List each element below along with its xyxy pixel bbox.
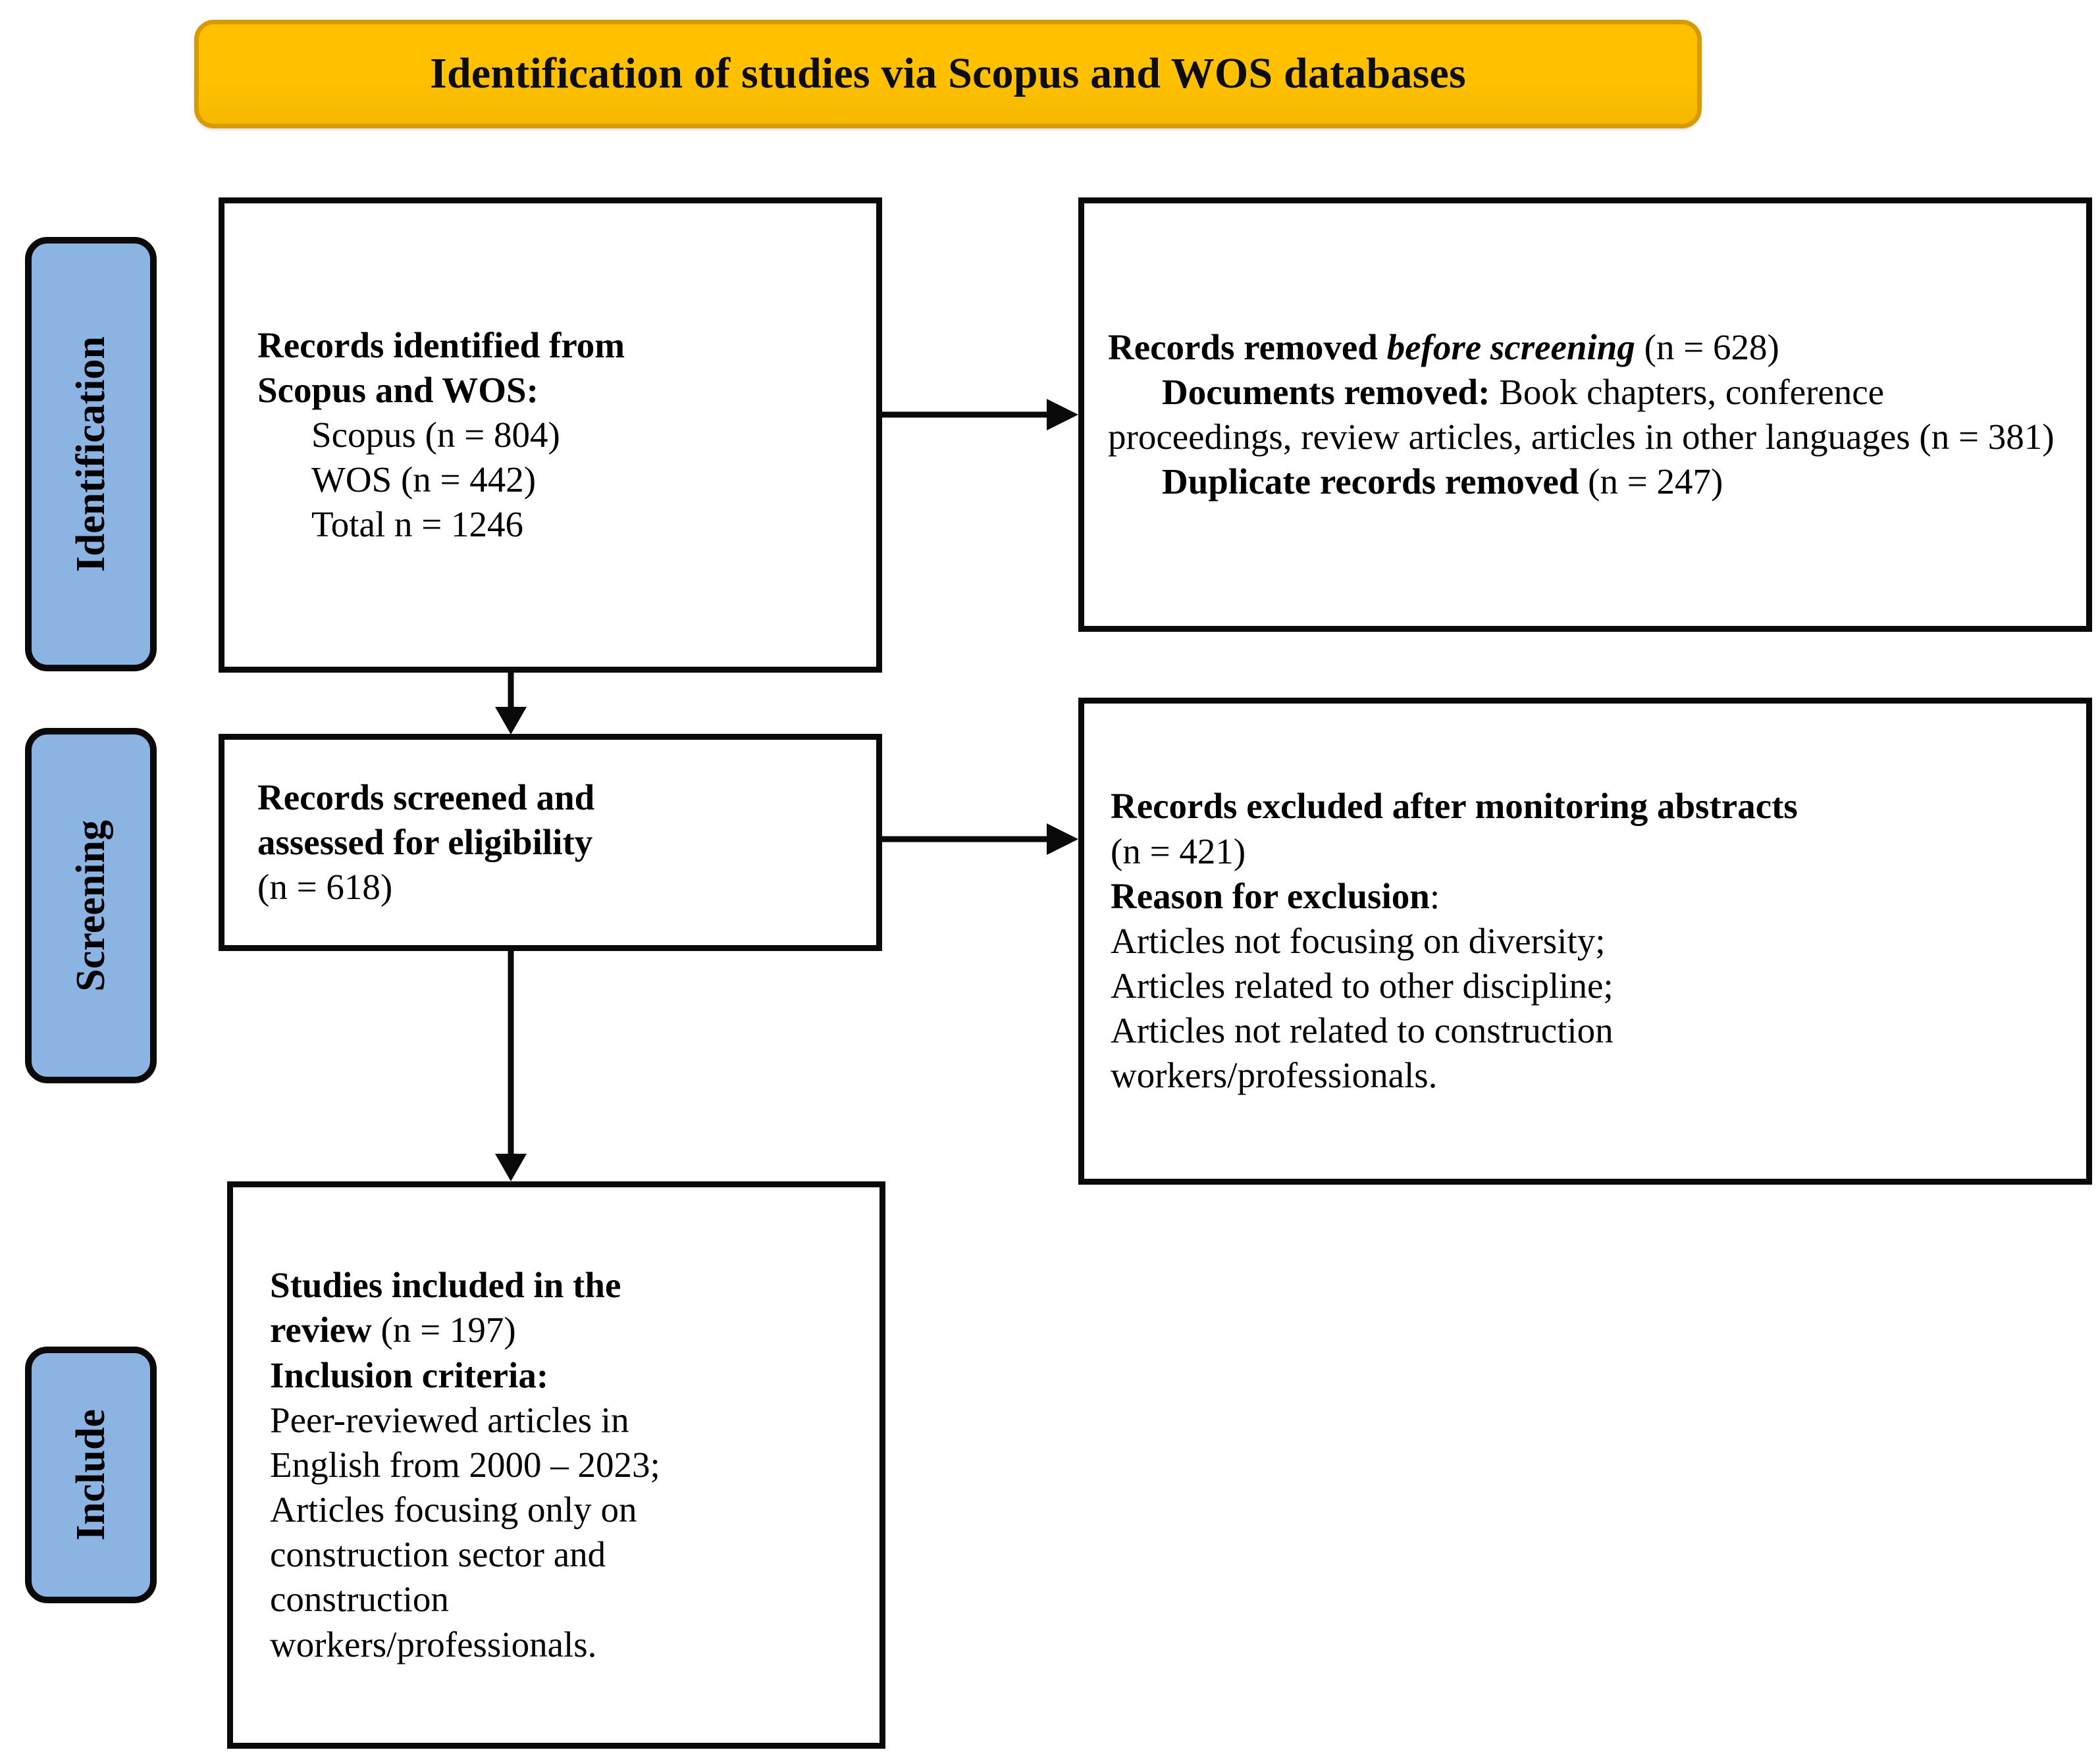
flow-box-studies-included: Studies included in the review (n = 197)… [227, 1181, 885, 1749]
studies-included-heading-line1: Studies included in the [270, 1265, 621, 1306]
records-screened-heading-line2: assessed for eligibility [257, 821, 593, 862]
studies-included-criteria-2-line2: construction sector and [270, 1534, 606, 1575]
flow-box-records-identified: Records identified from Scopus and WOS: … [219, 197, 882, 673]
studies-included-heading-line2-bold: review [270, 1310, 381, 1351]
records-excluded-reason-label-bold: Reason for exclusion [1111, 875, 1430, 916]
arrow-right-icon-identified-to-removed [882, 395, 1080, 434]
records-removed-duplicates: Duplicate records removed (n = 247) [1108, 459, 2070, 504]
stage-pill-include: Include [25, 1347, 157, 1603]
records-removed-duplicates-label: Duplicate records removed [1162, 461, 1579, 502]
records-screened-heading-line1: Records screened and [257, 777, 595, 817]
records-removed-heading-italic: before screening [1386, 326, 1635, 367]
records-removed-heading-count: (n = 628) [1635, 326, 1779, 367]
records-identified-total-count: Total n = 1246 [311, 504, 523, 545]
arrow-right-icon-screened-to-excluded [882, 819, 1080, 859]
flow-box-content: Records screened and assessed for eligib… [224, 775, 876, 910]
flow-box-content: Records excluded after monitoring abstra… [1084, 784, 2086, 1098]
records-identified-heading-line2: Scopus and WOS: [257, 369, 538, 410]
studies-included-criteria-2-line3: construction [270, 1579, 449, 1620]
studies-included-criteria-1-line2: English from 2000 – 2023; [270, 1444, 660, 1485]
records-removed-duplicates-count: (n = 247) [1579, 461, 1723, 502]
records-screened-count: (n = 618) [257, 867, 393, 908]
records-excluded-reason-3-line2: workers/professionals. [1111, 1055, 1438, 1096]
records-removed-heading: Records removed before screening (n = 62… [1108, 325, 2070, 370]
diagram-title-banner: Identification of studies via Scopus and… [194, 20, 1702, 128]
studies-included-count: (n = 197) [381, 1310, 516, 1351]
records-removed-heading-bold: Records removed [1108, 326, 1387, 367]
records-excluded-reason-1: Articles not focusing on diversity; [1111, 920, 1606, 961]
diagram-title-text: Identification of studies via Scopus and… [430, 49, 1466, 98]
flow-box-records-screened: Records screened and assessed for eligib… [219, 734, 882, 951]
records-identified-scopus-count: Scopus (n = 804) [311, 414, 560, 455]
records-excluded-reason-2: Articles related to other discipline; [1111, 966, 1614, 1006]
studies-included-heading-line2: review (n = 197) [270, 1308, 857, 1353]
flow-box-content: Studies included in the review (n = 197)… [233, 1263, 879, 1667]
records-excluded-heading: Records excluded after monitoring abstra… [1111, 786, 1798, 827]
stage-pill-identification: Identification [25, 237, 157, 671]
flow-box-content: Records identified from Scopus and WOS: … [224, 323, 876, 548]
records-excluded-reason-label: Reason for exclusion: [1111, 874, 2064, 919]
records-removed-documents: Documents removed: Book chapters, confer… [1108, 370, 2070, 459]
arrow-down-icon-identified-to-screened [491, 673, 531, 736]
flow-box-content: Records removed before screening (n = 62… [1084, 325, 2086, 505]
flow-box-records-removed: Records removed before screening (n = 62… [1078, 197, 2092, 632]
records-identified-heading-line1: Records identified from [257, 324, 625, 365]
studies-included-criteria-1-line1: Peer-reviewed articles in [270, 1399, 629, 1440]
records-removed-documents-detail: Book chapters, conference proceedings, r… [1108, 371, 2055, 457]
flow-box-records-excluded: Records excluded after monitoring abstra… [1078, 698, 2092, 1185]
studies-included-criteria-label: Inclusion criteria: [270, 1354, 549, 1395]
records-removed-documents-label: Documents removed: [1162, 371, 1490, 412]
stage-label-include: Include [68, 1409, 113, 1541]
records-identified-wos-count: WOS (n = 442) [311, 459, 537, 500]
records-excluded-reason-label-colon: : [1429, 875, 1440, 916]
stage-pill-screening: Screening [25, 728, 157, 1083]
stage-label-screening: Screening [68, 819, 113, 992]
studies-included-criteria-2-line1: Articles focusing only on [270, 1489, 637, 1530]
studies-included-criteria-2-line4: workers/professionals. [270, 1624, 597, 1664]
stage-label-identification: Identification [68, 336, 113, 573]
records-excluded-count: (n = 421) [1111, 831, 1246, 871]
records-excluded-reason-3-line1: Articles not related to construction [1111, 1010, 1614, 1051]
arrow-down-icon-screened-to-included [491, 951, 531, 1183]
